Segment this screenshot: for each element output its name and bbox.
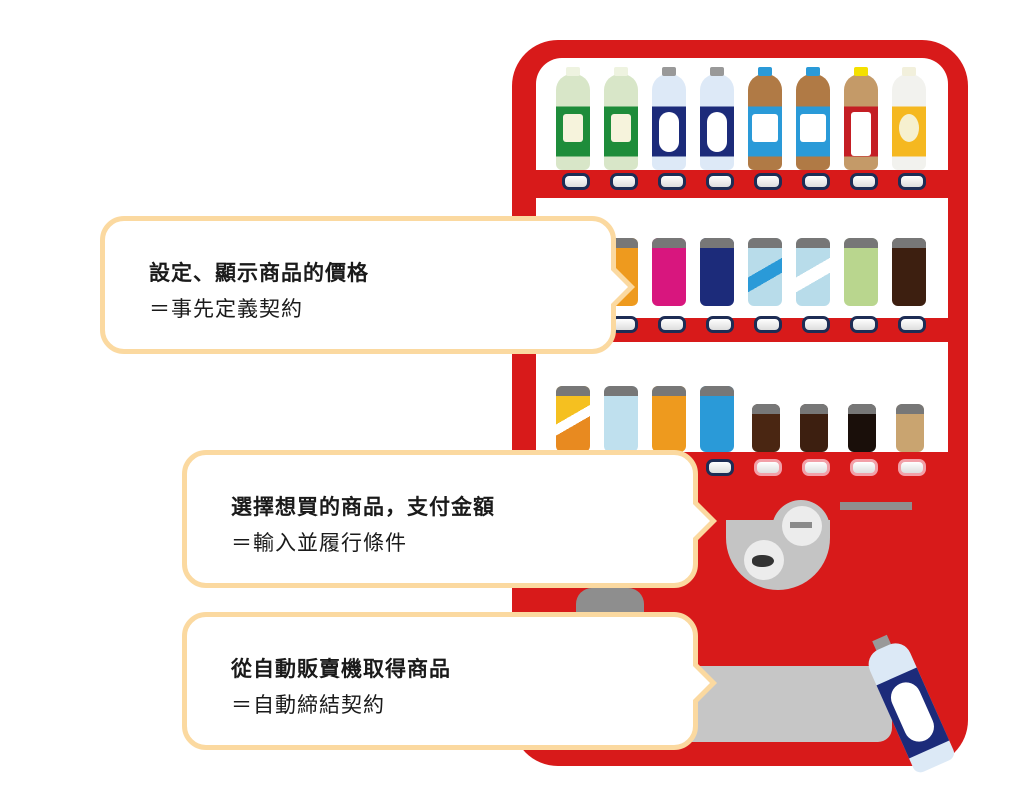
coin-slot-opening — [790, 522, 812, 528]
bottle-barley-tea — [844, 67, 878, 170]
select-button-2-6[interactable] — [850, 316, 878, 333]
can-blue-bird — [700, 386, 734, 452]
select-button-2-2[interactable] — [658, 316, 686, 333]
select-button-3-5[interactable] — [754, 459, 782, 476]
coin-slot[interactable] — [726, 500, 830, 590]
can-lightblue-stripe — [748, 238, 782, 306]
can-pale-blue — [604, 386, 638, 452]
can-cola — [892, 238, 926, 306]
can-magenta — [652, 238, 686, 306]
can-coffee-2 — [800, 404, 828, 452]
can-coffee-black — [848, 404, 876, 452]
callout-title: 設定、顯示商品的價格 — [149, 261, 369, 285]
vending-machine — [512, 40, 968, 766]
select-button-1-6[interactable] — [802, 173, 830, 190]
select-button-1-8[interactable] — [898, 173, 926, 190]
select-button-2-3[interactable] — [706, 316, 734, 333]
can-navy-swirl — [700, 238, 734, 306]
can-coffee-tan — [896, 404, 924, 452]
callout-subtitle: ＝自動締結契約 — [231, 693, 385, 717]
select-button-3-8[interactable] — [898, 459, 926, 476]
callout-tail-inner — [693, 666, 710, 700]
select-button-1-3[interactable] — [658, 173, 686, 190]
select-button-3-4[interactable] — [706, 459, 734, 476]
shelf-row-3 — [536, 342, 948, 452]
bottle-water-1 — [652, 67, 686, 170]
bottle-water-2 — [700, 67, 734, 170]
bill-slot — [840, 502, 912, 510]
select-button-2-4[interactable] — [754, 316, 782, 333]
callout-define-price: 設定、顯示商品的價格 ＝事先定義契約 — [100, 216, 635, 354]
bottle-green-tea-1 — [556, 67, 590, 170]
can-yellow-stripe — [556, 386, 590, 452]
callout-tail-inner — [611, 270, 628, 304]
bottle-green-tea-2 — [604, 67, 638, 170]
select-button-2-5[interactable] — [802, 316, 830, 333]
select-button-3-7[interactable] — [850, 459, 878, 476]
select-button-2-7[interactable] — [898, 316, 926, 333]
can-orange-2 — [652, 386, 686, 452]
select-button-1-4[interactable] — [706, 173, 734, 190]
bottle-brown-tea-2 — [796, 67, 830, 170]
callout-tail-inner — [693, 504, 710, 538]
select-button-1-1[interactable] — [562, 173, 590, 190]
select-button-1-2[interactable] — [610, 173, 638, 190]
select-button-1-5[interactable] — [754, 173, 782, 190]
callout-get-product: 從自動販賣機取得商品 ＝自動締結契約 — [182, 612, 717, 750]
can-lightblue-white — [796, 238, 830, 306]
callout-select-pay: 選擇想買的商品，支付金額 ＝輸入並履行條件 — [182, 450, 717, 588]
callout-subtitle: ＝輸入並履行條件 — [231, 531, 407, 555]
shelf-row-1 — [536, 58, 948, 170]
select-button-3-6[interactable] — [802, 459, 830, 476]
callout-subtitle: ＝事先定義契約 — [149, 297, 303, 321]
can-coffee-1 — [752, 404, 780, 452]
callout-title: 選擇想買的商品，支付金額 — [231, 495, 495, 519]
bottle-brown-tea-1 — [748, 67, 782, 170]
select-button-1-7[interactable] — [850, 173, 878, 190]
callout-title: 從自動販賣機取得商品 — [231, 657, 451, 681]
bottle-orange-juice — [892, 67, 926, 170]
coin-return-icon — [752, 555, 774, 567]
can-green — [844, 238, 878, 306]
